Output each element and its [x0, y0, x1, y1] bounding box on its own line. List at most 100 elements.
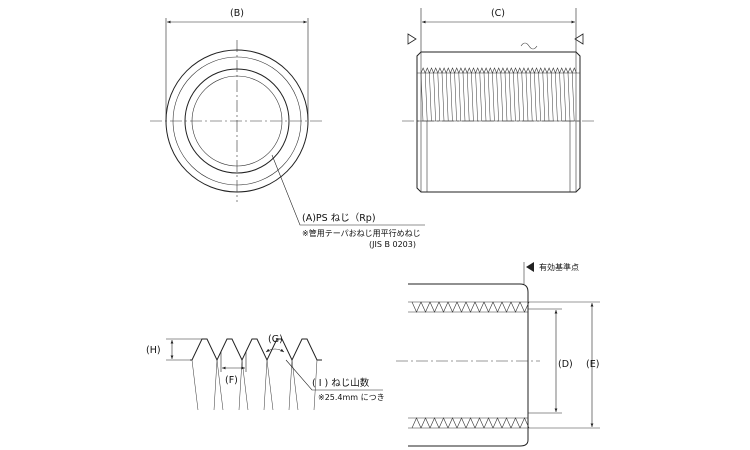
section-tooth-bottom: [501, 417, 512, 429]
side-view: (C): [402, 8, 596, 193]
a-leader-line: [271, 154, 425, 226]
knurl-line: [429, 72, 432, 122]
section-tooth-bottom: [519, 417, 530, 429]
knurl-line: [479, 72, 483, 122]
section-tooth-top: [465, 301, 476, 313]
knurl-tooth: [462, 67, 468, 74]
thread-detail: (H) (F) (G) ( I ) ねじ山数 ※25.4mm につき: [146, 334, 385, 411]
knurl-line: [529, 72, 533, 122]
flank-line: [288, 359, 293, 411]
flank-line: [216, 359, 224, 411]
knurl-tooth: [521, 67, 527, 74]
knurl-tooth: [450, 67, 455, 74]
g-angle-arc: [265, 348, 285, 353]
knurl-tooth: [567, 67, 573, 74]
flank-line: [191, 359, 199, 411]
knurl-line: [508, 72, 512, 122]
flank-line: [213, 359, 218, 411]
knurl-line: [441, 72, 445, 122]
knurl-tooth: [479, 67, 485, 74]
knurl-tooth: [492, 67, 497, 74]
section-tooth-top: [429, 301, 440, 313]
knurl-line: [567, 72, 571, 122]
knurl-tooth: [546, 67, 552, 74]
knurl-line: [571, 72, 575, 122]
knurl-tooth: [513, 67, 518, 74]
knurl-tooth: [534, 67, 539, 74]
knurl-tooth: [555, 67, 560, 74]
section-tooth-top: [492, 301, 503, 313]
label-c: (C): [491, 8, 505, 19]
knurl-tooth: [508, 67, 514, 74]
knurl-tooth: [445, 67, 451, 74]
flank-line: [241, 359, 249, 411]
knurl-pattern: [420, 67, 577, 122]
knurl-tooth: [471, 67, 476, 74]
knurl-tooth: [500, 67, 506, 74]
knurl-tooth: [525, 67, 531, 74]
knurl-tooth: [420, 67, 426, 74]
section-tooth-top: [519, 301, 530, 313]
knurl-line: [500, 72, 504, 122]
knurl-line: [450, 72, 453, 122]
label-a-note1: ※管用テーパおねじ用平行めねじ: [302, 228, 421, 238]
section-tooth-top: [483, 301, 494, 313]
label-a-title: (A)PS ねじ（Rp): [302, 212, 376, 224]
thread-flank-lines: [191, 359, 318, 411]
label-b: (B): [230, 8, 244, 19]
label-e: (E): [586, 359, 599, 370]
flank-line: [266, 359, 274, 411]
break-mark: [520, 42, 538, 50]
section-tooth-bottom: [438, 417, 449, 429]
section-tooth-bottom: [429, 417, 440, 429]
section-tooth-top: [420, 301, 431, 313]
section-tooth-bottom: [447, 417, 458, 429]
section-tooth-bottom: [492, 417, 503, 429]
knurl-line: [517, 72, 520, 122]
knurl-tooth: [458, 67, 464, 74]
section-tooth-bottom: [411, 417, 422, 429]
section-tooth-top: [438, 301, 449, 313]
knurl-line: [504, 72, 508, 122]
knurl-tooth: [487, 67, 493, 74]
section-tooth-top: [411, 301, 422, 313]
knurl-line: [445, 72, 449, 122]
knurl-tooth: [517, 67, 523, 74]
knurl-tooth: [466, 67, 472, 74]
knurl-tooth: [559, 67, 565, 74]
knurl-line: [420, 72, 424, 122]
reference-arrow: [526, 262, 534, 272]
knurl-line: [458, 72, 462, 122]
knurl-tooth: [483, 67, 489, 74]
section-tooth-top: [447, 301, 458, 313]
knurl-tooth: [550, 67, 556, 74]
knurl-tooth: [433, 67, 439, 74]
thread-profile: [190, 338, 322, 362]
knurl-line: [534, 72, 537, 122]
knurl-line: [454, 72, 457, 122]
flank-line: [238, 359, 243, 411]
label-i-title: ( I ) ねじ山数: [312, 377, 370, 389]
front-view: (B) (A)PS ねじ（Rp) ※管用テーパおねじ用平行めねじ (JIS B …: [150, 8, 425, 249]
label-g: (G): [268, 334, 283, 345]
knurl-tooth: [437, 67, 443, 74]
section-tooth-top: [501, 301, 512, 313]
knurl-tooth: [454, 67, 460, 74]
section-tooth-bottom: [483, 417, 494, 429]
triangle-marker-left: [407, 33, 417, 45]
knurl-line: [550, 72, 554, 122]
section-tooth-top: [456, 301, 467, 313]
label-h: (H): [146, 345, 161, 356]
knurl-line: [424, 72, 428, 122]
knurl-line: [559, 72, 562, 122]
label-d: (D): [558, 359, 573, 370]
knurl-line: [546, 72, 550, 122]
knurl-line: [538, 72, 541, 122]
knurl-tooth: [542, 67, 548, 74]
knurl-line: [513, 72, 516, 122]
knurl-tooth: [571, 67, 577, 74]
knurl-tooth: [475, 67, 481, 74]
section-tooth-bottom: [456, 417, 467, 429]
knurl-line: [555, 72, 558, 122]
knurl-tooth: [429, 67, 434, 74]
